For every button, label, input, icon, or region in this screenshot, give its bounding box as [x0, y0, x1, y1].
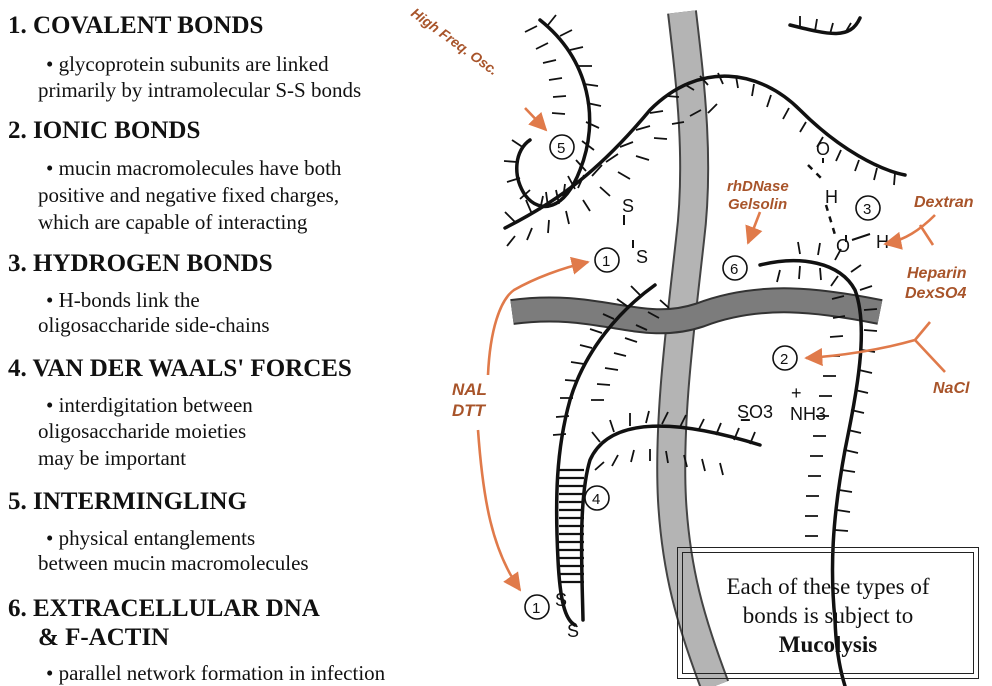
- label-gelsolin: Gelsolin: [728, 196, 787, 213]
- atom-nh3-plus: +: [791, 383, 802, 403]
- h-bond-dash-1: [808, 165, 823, 180]
- callout-line-1: Each of these types of: [678, 572, 978, 601]
- label-dextran: Dextran: [914, 194, 974, 211]
- atom-h-middle: H: [825, 187, 838, 207]
- atom-o-upper: O: [816, 139, 830, 159]
- label-high-freq: High Freq. Osc.: [408, 4, 501, 78]
- marker-5-label: 5: [557, 140, 565, 157]
- arrow-heparin-tail-2: [915, 340, 945, 372]
- atom-so3-minus: −: [740, 410, 751, 430]
- h-bond-dash-2: [826, 205, 836, 238]
- atom-h-right: H: [876, 232, 889, 252]
- atom-s-lower: S: [636, 247, 648, 267]
- arrow-heparin-tail-1: [915, 322, 930, 340]
- label-heparin: Heparin: [907, 265, 967, 282]
- marker-1-upper-label: 1: [602, 253, 610, 270]
- marker-6-label: 6: [730, 261, 738, 278]
- label-nacl: NaCl: [933, 380, 970, 397]
- vdw-ladder-rungs: [559, 470, 584, 582]
- marker-2-label: 2: [780, 351, 788, 368]
- mucolysis-callout: Each of these types of bonds is subject …: [677, 547, 979, 679]
- arrow-highfreq: [525, 108, 546, 130]
- arrow-rhdnase: [748, 212, 760, 243]
- callout-mucolysis: Mucolysis: [678, 630, 978, 659]
- label-dexso4: DexSO4: [905, 285, 966, 302]
- arrow-dextran-tail: [920, 225, 933, 245]
- label-rhdnase: rhDNase: [727, 178, 789, 195]
- atom-s-bottom-2: S: [567, 621, 579, 641]
- label-nal: NAL: [452, 380, 487, 399]
- atom-s-bottom-1: S: [555, 590, 567, 610]
- marker-1-lower-label: 1: [532, 600, 540, 617]
- atom-o-lower: O: [836, 236, 850, 256]
- atom-s-upper: S: [622, 196, 634, 216]
- callout-text: Each of these types of bonds is subject …: [678, 572, 978, 659]
- marker-4-label: 4: [592, 491, 600, 508]
- label-dtt: DTT: [452, 401, 487, 420]
- arrow-dextran: [885, 215, 935, 244]
- atom-nh3: NH3: [790, 404, 826, 424]
- arrow-nal-lower: [478, 430, 520, 590]
- callout-line-2: bonds is subject to: [678, 601, 978, 630]
- marker-3-label: 3: [863, 201, 871, 218]
